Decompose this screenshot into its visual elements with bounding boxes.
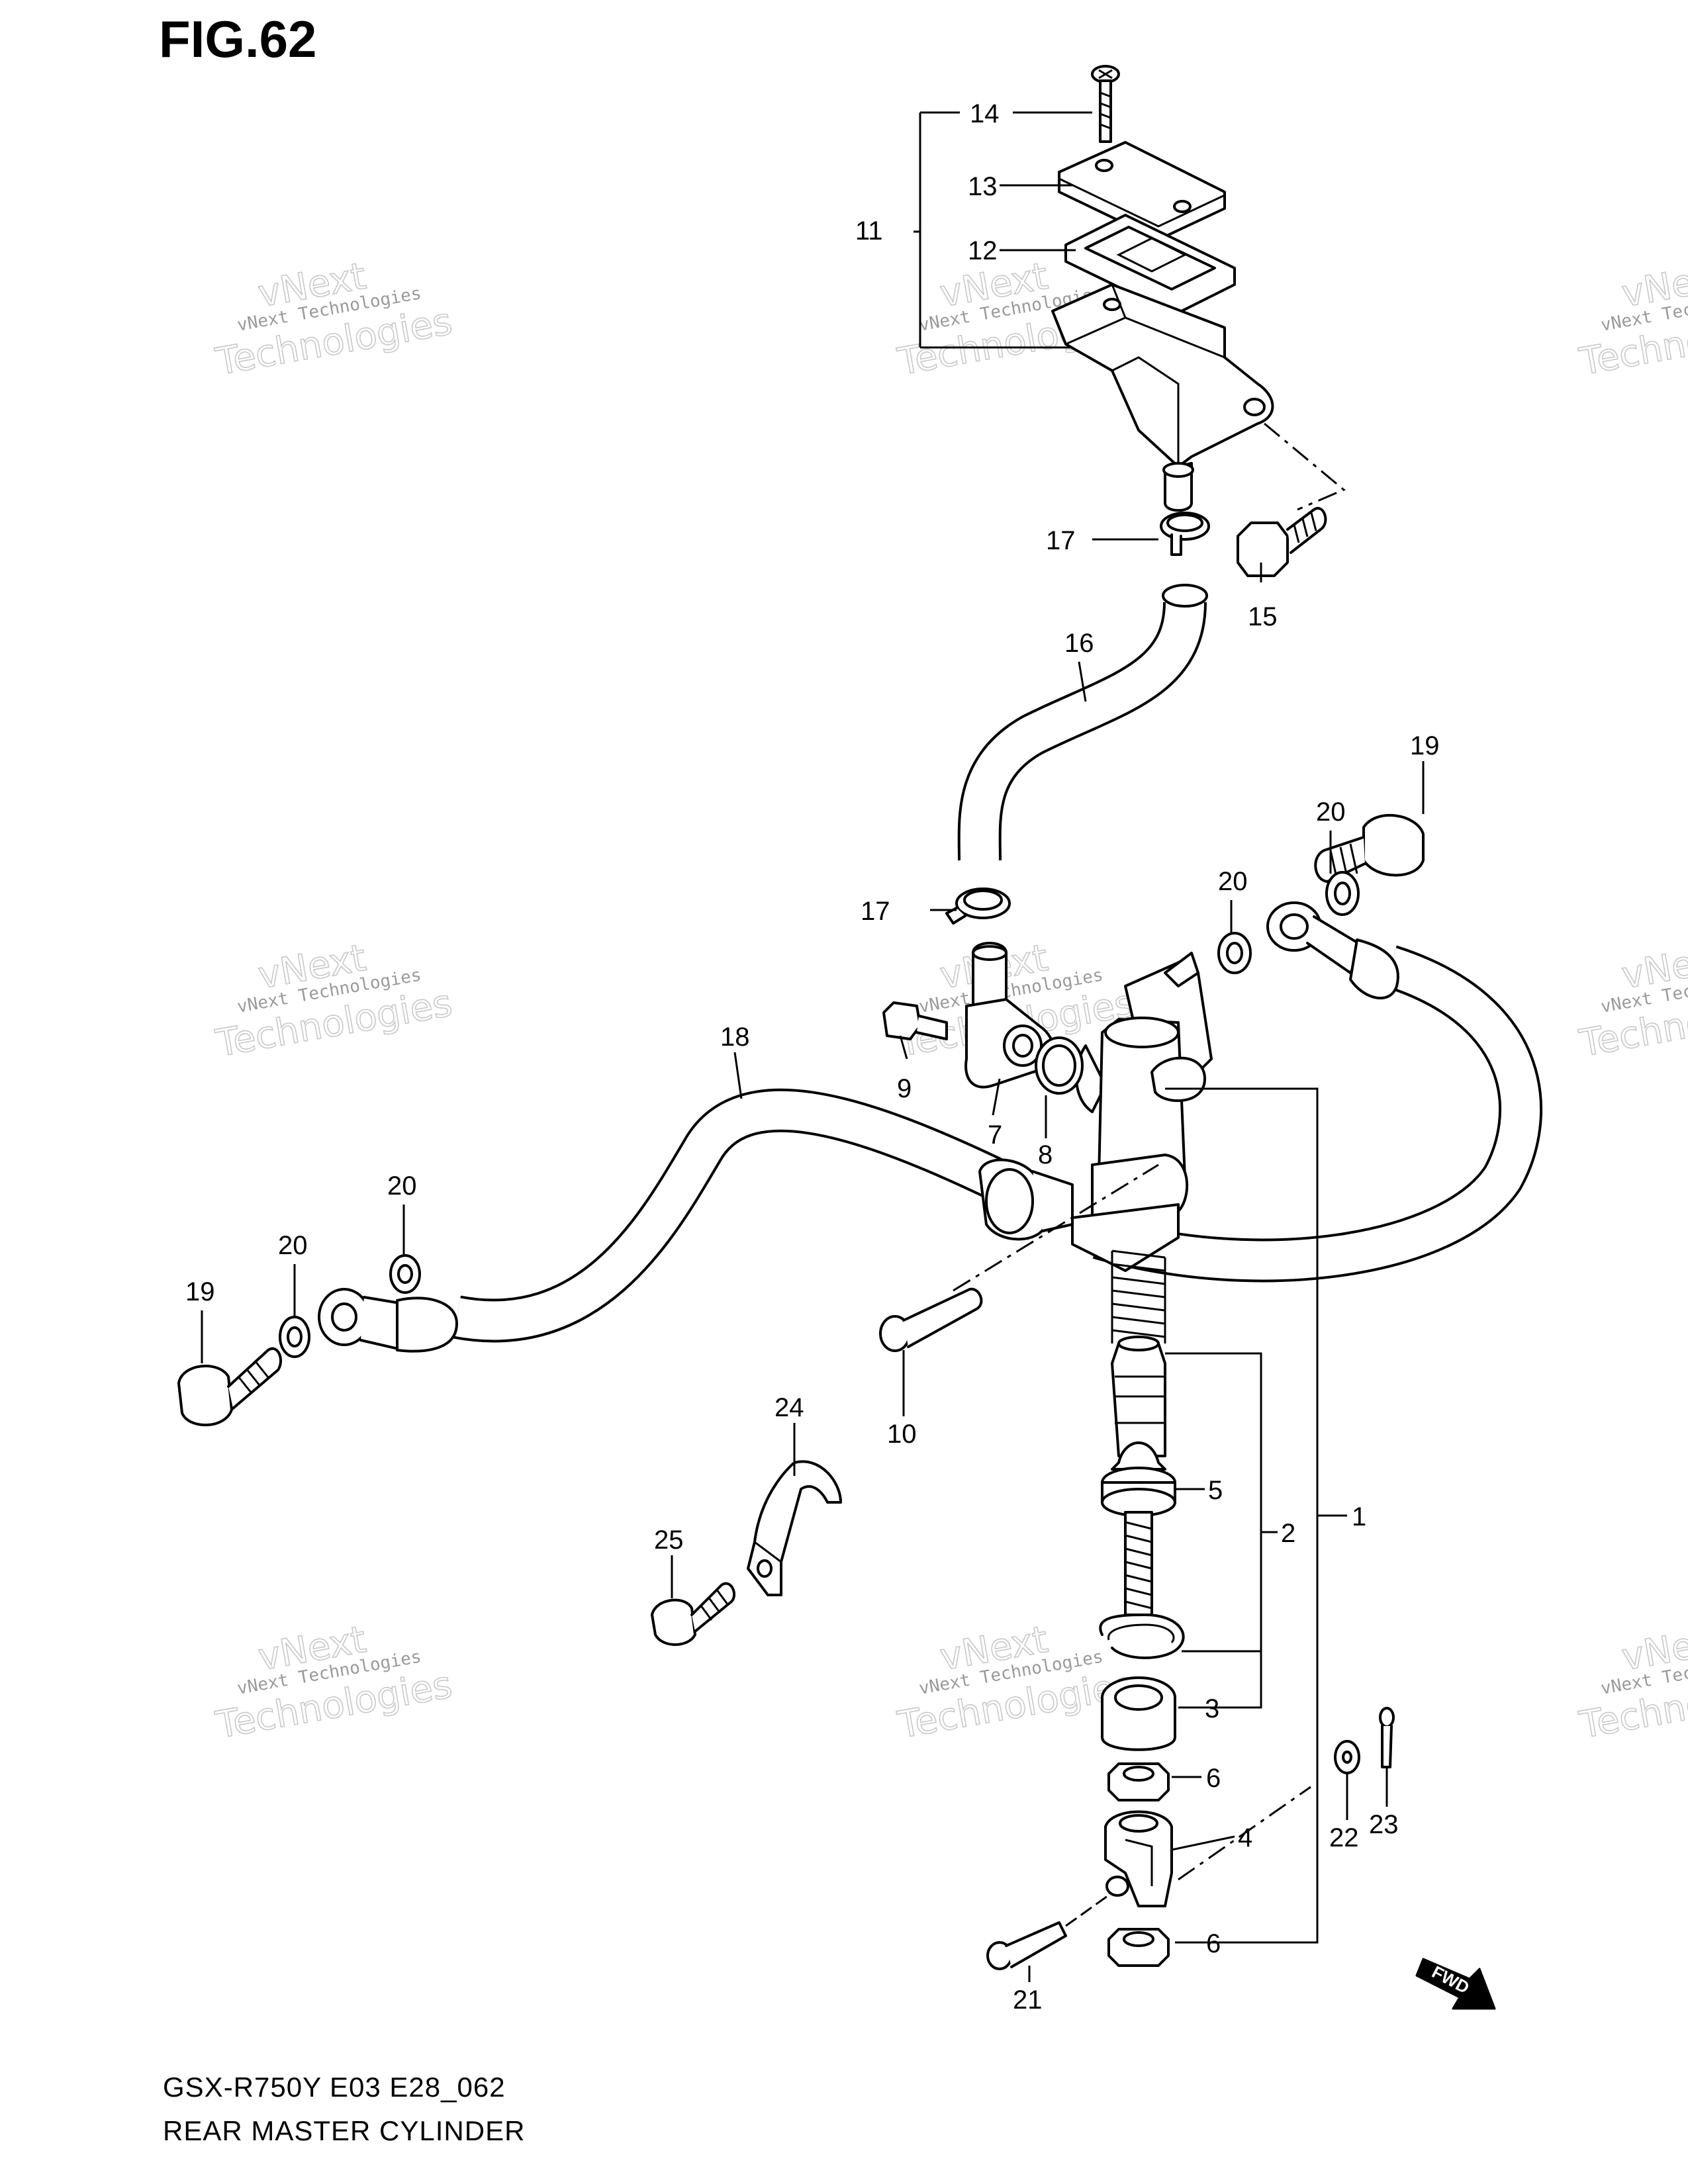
callout-19a: 19 bbox=[185, 1277, 215, 1306]
callout-7: 7 bbox=[988, 1120, 1002, 1150]
callouts: 14 13 12 11 17 15 16 19 20 20 17 9 7 8 1… bbox=[185, 99, 1440, 2015]
leader-lines bbox=[201, 111, 1425, 1982]
callout-17a: 17 bbox=[1046, 526, 1076, 555]
banjo-left-icon bbox=[318, 1288, 458, 1353]
callout-19b: 19 bbox=[1410, 731, 1440, 760]
callout-12: 12 bbox=[968, 236, 998, 265]
callout-1: 1 bbox=[1352, 1502, 1366, 1531]
hose-16-end-icon bbox=[1162, 584, 1208, 608]
cap-13-icon bbox=[1058, 141, 1226, 241]
reservoir-11-icon bbox=[1051, 283, 1274, 512]
diagram-name: REAR MASTER CYLINDER bbox=[163, 2115, 526, 2146]
nut-6b-icon bbox=[1107, 1928, 1170, 1967]
callout-6a: 6 bbox=[1206, 1764, 1221, 1793]
cotter-pin-23-icon bbox=[1379, 1707, 1395, 1768]
piston-2-icon bbox=[1111, 1336, 1166, 1457]
bolt-15-icon bbox=[1237, 507, 1327, 577]
callout-22: 22 bbox=[1329, 1823, 1359, 1852]
callout-20d: 20 bbox=[1218, 867, 1248, 896]
callout-4: 4 bbox=[1238, 1823, 1252, 1852]
pin-10-icon bbox=[879, 1287, 983, 1352]
watermark-3: vNext vNext Technologies Technologies bbox=[1575, 254, 1688, 385]
screw-9-icon bbox=[882, 1001, 948, 1040]
callout-20b: 20 bbox=[387, 1171, 417, 1201]
callout-11: 11 bbox=[855, 216, 883, 246]
bolt-19b-icon bbox=[1314, 813, 1425, 883]
callout-21: 21 bbox=[1013, 1985, 1043, 2015]
circlip-3-icon bbox=[1099, 1614, 1185, 1659]
bracket-24-icon bbox=[747, 1460, 842, 1596]
pushrod-5-icon bbox=[1101, 1441, 1176, 1616]
hose-joint-7-icon bbox=[964, 942, 1055, 1089]
washer-22-icon bbox=[1334, 1740, 1360, 1774]
watermark-6: vNext vNext Technologies Technologies bbox=[1575, 936, 1688, 1066]
clamp-17a-icon bbox=[1160, 512, 1210, 556]
clevis-4-icon bbox=[1104, 1810, 1173, 1907]
watermark-1: vNext vNext Technologies Technologies bbox=[212, 254, 455, 385]
callout-9: 9 bbox=[897, 1074, 912, 1103]
washer-20b-icon bbox=[389, 1254, 421, 1294]
spring-icon bbox=[1111, 1250, 1166, 1343]
watermark-8: vNext vNext Technologies Technologies bbox=[894, 1617, 1137, 1748]
washer-20a-icon bbox=[279, 1316, 310, 1358]
callout-15: 15 bbox=[1248, 602, 1278, 631]
screw-14-icon bbox=[1091, 65, 1120, 143]
bolt-25-icon bbox=[651, 1582, 735, 1646]
washer-20c-icon bbox=[1325, 871, 1360, 916]
watermark-4: vNext vNext Technologies Technologies bbox=[212, 936, 455, 1066]
pin-21-icon bbox=[986, 1921, 1067, 1970]
callout-2: 2 bbox=[1281, 1519, 1295, 1548]
washer-20d-icon bbox=[1217, 932, 1252, 974]
callout-25: 25 bbox=[654, 1525, 684, 1555]
master-cylinder-body-icon bbox=[1071, 952, 1213, 1272]
clamp-17b-icon bbox=[945, 887, 1011, 925]
hose-right-loop bbox=[1092, 945, 1542, 1283]
boot-icon bbox=[1101, 1676, 1176, 1751]
callout-16: 16 bbox=[1064, 629, 1094, 658]
banjo-right-icon bbox=[1266, 901, 1399, 999]
callout-18: 18 bbox=[720, 1023, 750, 1052]
bolt-19a-icon bbox=[177, 1347, 282, 1427]
watermark-7: vNext vNext Technologies Technologies bbox=[212, 1617, 455, 1748]
model-code: GSX-R750Y E03 E28_062 bbox=[163, 2071, 506, 2103]
callout-5: 5 bbox=[1208, 1476, 1223, 1505]
callout-3: 3 bbox=[1205, 1694, 1219, 1723]
callout-14: 14 bbox=[970, 99, 1000, 128]
hose-18 bbox=[452, 1088, 1003, 1343]
o-ring-8-icon bbox=[1035, 1036, 1084, 1095]
callout-24: 24 bbox=[774, 1393, 804, 1422]
callout-10: 10 bbox=[887, 1420, 917, 1449]
watermark-9: vNext vNext Technologies Technologies bbox=[1575, 1617, 1688, 1748]
figure-title: FIG.62 bbox=[159, 10, 317, 68]
callout-17b: 17 bbox=[861, 897, 890, 926]
hose-18-fitting-icon bbox=[978, 1158, 1074, 1241]
nut-6a-icon bbox=[1107, 1762, 1170, 1801]
callout-13: 13 bbox=[968, 172, 998, 201]
callout-20c: 20 bbox=[1316, 797, 1346, 827]
callout-23: 23 bbox=[1369, 1810, 1399, 1839]
callout-20a: 20 bbox=[278, 1231, 308, 1260]
diaphragm-12-icon bbox=[1064, 214, 1236, 316]
hose-16 bbox=[957, 584, 1208, 861]
callout-6b: 6 bbox=[1206, 1929, 1221, 1958]
callout-8: 8 bbox=[1038, 1140, 1053, 1169]
fwd-arrow-icon: FWD bbox=[1415, 1958, 1496, 2010]
